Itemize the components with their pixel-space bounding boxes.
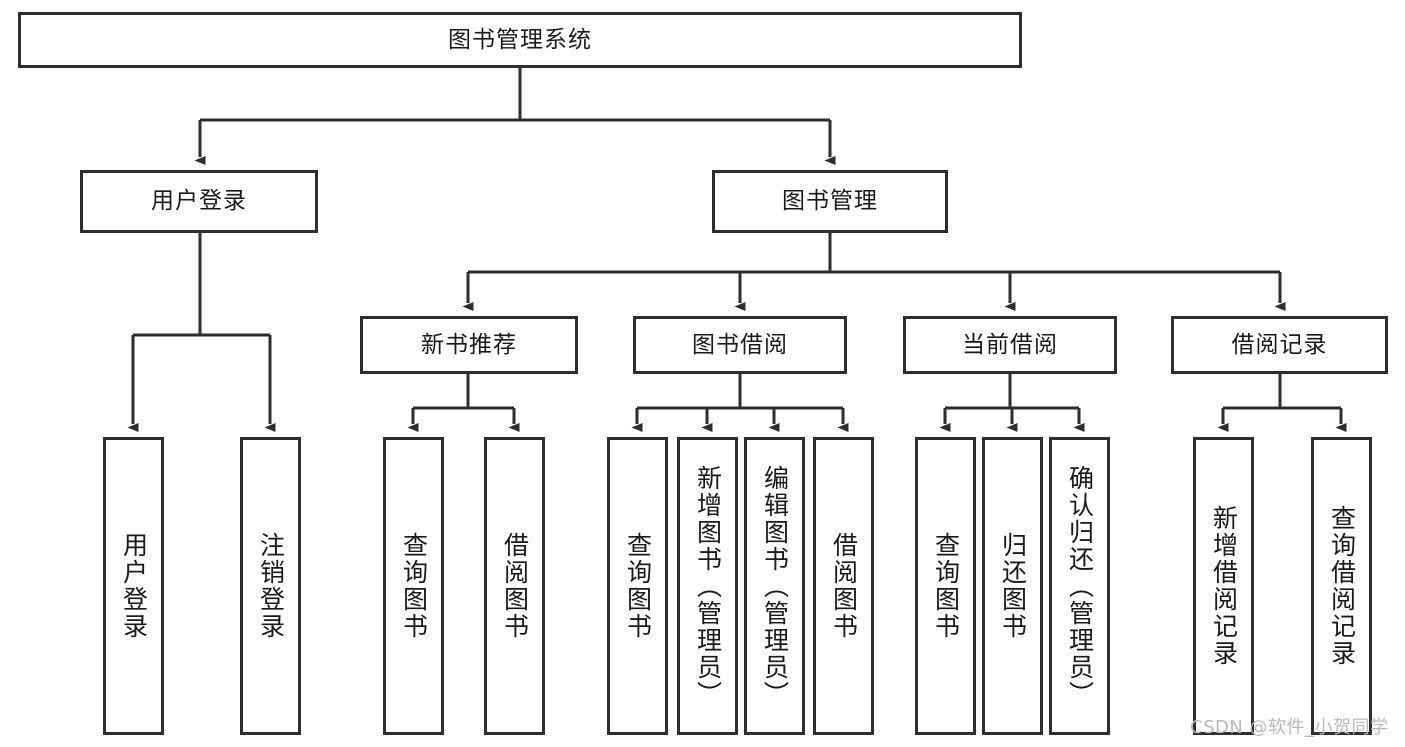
leaf-user-login-login[interactable]: 用户登录 bbox=[103, 437, 164, 735]
leaf-borrow-record-query[interactable]: 查询借阅记录 bbox=[1311, 437, 1372, 735]
leaf-new-book-borrow[interactable]: 借阅图书 bbox=[484, 437, 545, 735]
leaf-label: 编辑图书（管理员） bbox=[760, 464, 790, 708]
node-current-borrow[interactable]: 当前借阅 bbox=[903, 316, 1117, 374]
leaf-new-book-query[interactable]: 查询图书 bbox=[383, 437, 444, 735]
node-root-book-management-system[interactable]: 图书管理系统 bbox=[18, 12, 1022, 68]
node-book-borrow-label: 图书借阅 bbox=[692, 331, 788, 358]
leaf-book-borrow-borrow[interactable]: 借阅图书 bbox=[813, 437, 874, 735]
leaf-borrow-record-add[interactable]: 新增借阅记录 bbox=[1193, 437, 1254, 735]
leaf-label: 新增借阅记录 bbox=[1209, 505, 1239, 667]
leaf-label: 注销登录 bbox=[256, 532, 286, 640]
node-new-book-recommend[interactable]: 新书推荐 bbox=[360, 316, 578, 374]
leaf-label: 借阅图书 bbox=[829, 532, 859, 640]
leaf-current-borrow-confirm-return[interactable]: 确认归还（管理员） bbox=[1049, 437, 1110, 735]
leaf-label: 查询图书 bbox=[623, 532, 653, 640]
leaf-label: 用户登录 bbox=[119, 532, 149, 640]
node-new-book-recommend-label: 新书推荐 bbox=[421, 331, 517, 358]
leaf-current-borrow-return[interactable]: 归还图书 bbox=[982, 437, 1043, 735]
leaf-book-borrow-add[interactable]: 新增图书（管理员） bbox=[677, 437, 738, 735]
node-current-borrow-label: 当前借阅 bbox=[962, 331, 1058, 358]
leaf-current-borrow-query[interactable]: 查询图书 bbox=[915, 437, 976, 735]
node-book-management-label: 图书管理 bbox=[782, 188, 878, 214]
csdn-watermark: CSDN @软件_小贺同学 bbox=[1190, 717, 1389, 738]
leaf-book-borrow-edit[interactable]: 编辑图书（管理员） bbox=[744, 437, 805, 735]
node-user-login[interactable]: 用户登录 bbox=[80, 170, 318, 233]
leaf-label: 新增图书（管理员） bbox=[693, 464, 723, 708]
leaf-label: 确认归还（管理员） bbox=[1065, 464, 1095, 708]
leaf-book-borrow-query[interactable]: 查询图书 bbox=[607, 437, 668, 735]
leaf-label: 借阅图书 bbox=[500, 532, 530, 640]
leaf-user-login-logout[interactable]: 注销登录 bbox=[240, 437, 301, 735]
node-user-login-label: 用户登录 bbox=[151, 188, 247, 214]
node-borrow-record[interactable]: 借阅记录 bbox=[1171, 316, 1388, 374]
leaf-label: 查询图书 bbox=[399, 532, 429, 640]
leaf-label: 归还图书 bbox=[998, 532, 1028, 640]
leaf-label: 查询图书 bbox=[931, 532, 961, 640]
node-book-borrow[interactable]: 图书借阅 bbox=[633, 316, 847, 374]
leaf-label: 查询借阅记录 bbox=[1327, 505, 1357, 667]
node-book-management[interactable]: 图书管理 bbox=[712, 170, 948, 233]
node-root-label: 图书管理系统 bbox=[448, 26, 592, 53]
node-borrow-record-label: 借阅记录 bbox=[1231, 331, 1328, 358]
